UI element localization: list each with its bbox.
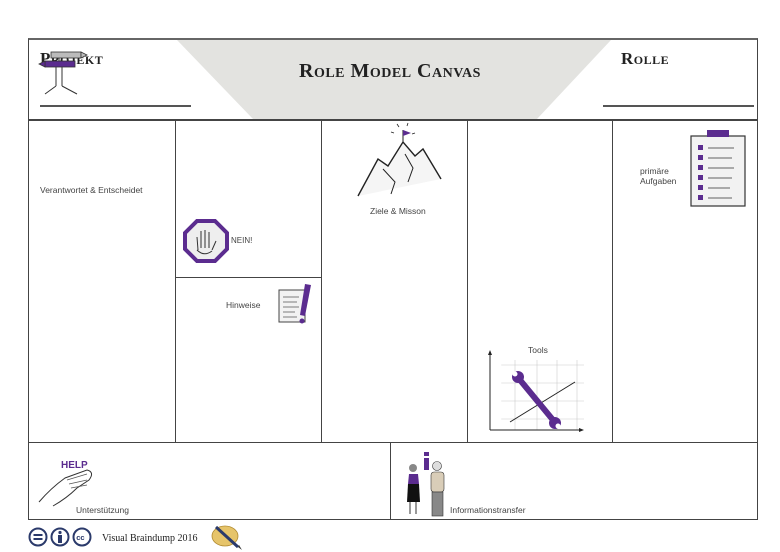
people-info-icon <box>407 452 445 517</box>
checklist-clipboard-icon <box>690 130 746 207</box>
title-banner <box>177 40 611 119</box>
brain-pencil-logo <box>211 525 242 550</box>
tasks-label-line1: primäre <box>640 166 669 176</box>
cc-icon[interactable]: cc <box>72 527 92 547</box>
goals-label: Ziele & Misson <box>370 206 426 216</box>
page-title: Role Model Canvas <box>299 60 481 82</box>
divider <box>321 119 322 442</box>
svg-text:HELP: HELP <box>61 460 88 471</box>
no-label: NEIN! <box>231 236 253 245</box>
divider <box>390 442 391 520</box>
notes-label: Hinweise <box>226 300 261 310</box>
signpost-icon <box>38 51 88 95</box>
project-input-line[interactable] <box>40 105 191 107</box>
cc-nd-icon[interactable] <box>28 527 48 547</box>
support-label: Unterstützung <box>76 505 129 515</box>
divider <box>175 119 176 442</box>
role-input-line[interactable] <box>603 105 754 107</box>
stop-hand-icon <box>183 219 229 263</box>
help-hand-icon: HELP <box>38 460 93 507</box>
notes-exclamation-icon <box>278 284 311 324</box>
role-model-canvas: Projekt Role Model Canvas Rolle Verantwo… <box>28 38 758 520</box>
divider <box>467 119 468 442</box>
divider <box>175 277 321 278</box>
canvas-header: Projekt Role Model Canvas Rolle <box>29 40 757 121</box>
divider <box>29 442 757 443</box>
responsible-label: Verantwortet & Entscheidet <box>40 185 143 195</box>
svg-text:cc: cc <box>76 533 84 542</box>
wrench-chart-icon <box>488 350 585 432</box>
mountain-flag-icon <box>357 122 442 197</box>
role-label: Rolle <box>621 49 670 68</box>
credit-text: Visual Braindump 2016 <box>102 533 198 544</box>
cc-by-icon[interactable] <box>50 527 70 547</box>
divider <box>612 119 613 442</box>
tools-label: Tools <box>528 345 548 355</box>
tasks-label-line2: Aufgaben <box>640 176 677 186</box>
info-label: Informationstransfer <box>450 505 526 515</box>
